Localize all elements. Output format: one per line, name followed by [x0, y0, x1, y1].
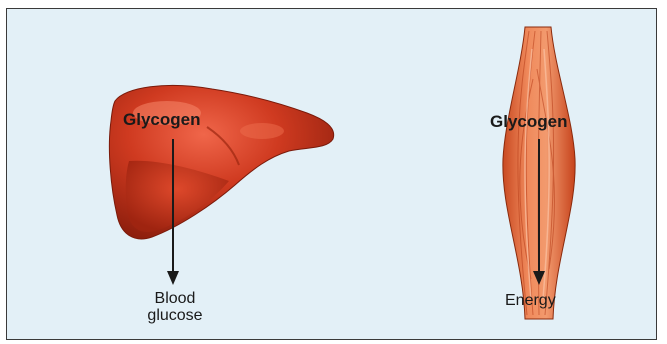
liver-glycogen-label: Glycogen — [123, 111, 200, 129]
diagram-panel: Glycogen Blood glucose Glycogen Energy — [6, 8, 657, 340]
liver-highlight-right — [240, 123, 284, 139]
blood-glucose-line2: glucose — [137, 308, 213, 325]
energy-label: Energy — [505, 293, 556, 310]
blood-glucose-label: Blood glucose — [137, 291, 213, 325]
blood-glucose-line1: Blood — [137, 291, 213, 308]
liver-illustration — [109, 85, 333, 239]
diagram-scene — [7, 9, 657, 340]
muscle-glycogen-label: Glycogen — [490, 113, 567, 131]
